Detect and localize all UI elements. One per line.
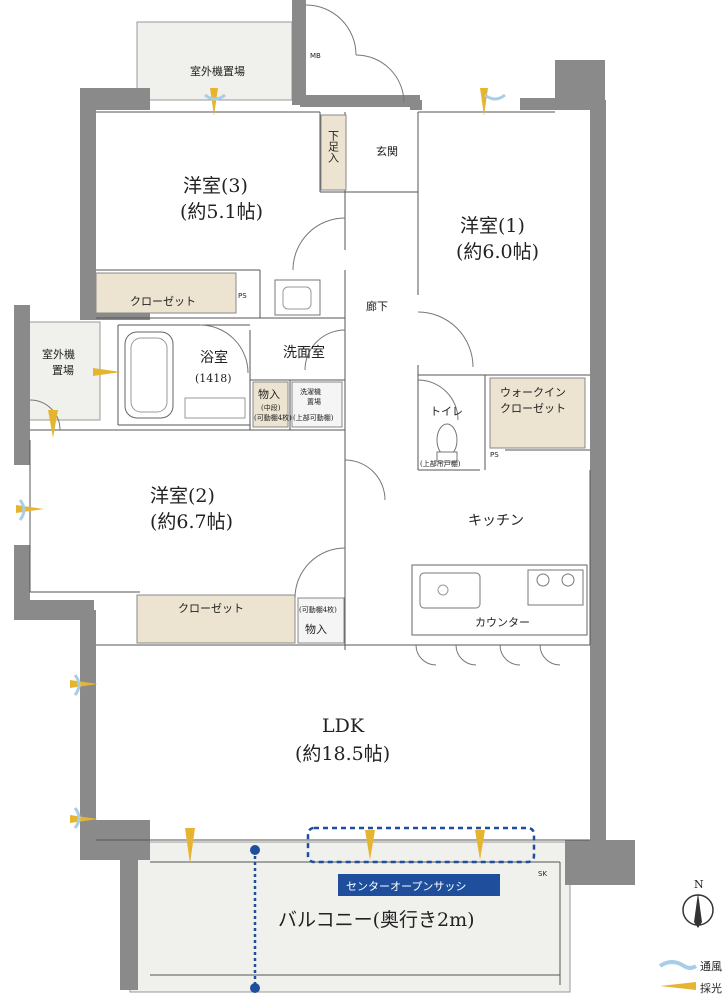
- room3-area: (約5.1帖): [180, 201, 263, 223]
- storage-wash-label: 物入: [258, 387, 280, 401]
- outdoor-unit-area-left: [27, 321, 101, 421]
- airflow-light-markers: [16, 88, 506, 864]
- compass-label: N: [694, 878, 704, 891]
- room2-name: 洋室(2): [150, 485, 215, 507]
- shoe-storage: [320, 114, 347, 191]
- washroom-label: 洗面室: [283, 344, 325, 361]
- laundry-note: (上部可動棚): [293, 413, 334, 422]
- walk-in-closet: [489, 377, 586, 449]
- sk-label: SK: [538, 870, 547, 878]
- closet-room3: [95, 272, 237, 314]
- legend-light-label: 採光: [700, 981, 722, 995]
- balcony-floor: [129, 841, 571, 993]
- legend-airflow-label: 通風: [700, 960, 722, 973]
- ldk-name: LDK: [322, 715, 365, 737]
- corridor-label: 廊下: [366, 299, 388, 313]
- bathtub: [124, 331, 174, 419]
- mb-label: MB: [310, 52, 321, 60]
- storage-ldk-label: 物入: [305, 622, 327, 636]
- center-open-sash-frame: [306, 826, 536, 864]
- toilet-label: トイレ: [430, 405, 463, 418]
- toilet-bowl: [436, 423, 458, 457]
- walls: [14, 0, 635, 990]
- legend-airflow-swatch: [658, 960, 698, 970]
- toilet-note: (上部吊戸棚): [420, 459, 461, 468]
- entrance-label: 玄関: [376, 144, 398, 158]
- laundry-line2: 置場: [307, 397, 321, 406]
- shoe-storage-label: 下足入: [327, 130, 340, 163]
- compass: [682, 893, 714, 928]
- kitchen-sink: [419, 572, 481, 609]
- storage-wash: [252, 381, 289, 428]
- room1-area: (約6.0帖): [456, 241, 539, 263]
- ps-label-2: PS: [490, 451, 499, 459]
- room3-name: 洋室(3): [183, 175, 248, 197]
- interior-lines: [29, 111, 591, 841]
- storage-ldk: [297, 597, 345, 644]
- counter-label: カウンター: [475, 616, 530, 629]
- balcony-label: バルコニー(奥行き2m): [278, 909, 475, 931]
- bathroom-size: (1418): [195, 372, 232, 385]
- bath-counter: [184, 397, 246, 419]
- outdoor-unit-left-line2: 置場: [52, 364, 74, 377]
- closet-room2: [136, 594, 296, 644]
- outdoor-unit-left-line1: 室外機: [42, 347, 75, 361]
- walk-in-closet-line2: クローゼット: [500, 402, 566, 415]
- outdoor-unit-top-label: 室外機置場: [190, 64, 245, 78]
- ps-label-1: PS: [238, 292, 247, 300]
- storage-wash-note1: (中段): [261, 403, 281, 412]
- kitchen-label: キッチン: [468, 513, 524, 529]
- closet-room2-label: クローゼット: [178, 602, 244, 615]
- walk-in-closet-line1: ウォークイン: [500, 386, 566, 399]
- storage-wash-note2: (可動棚4枚): [254, 413, 292, 422]
- sash-label-bg: [338, 874, 500, 896]
- ldk-area: (約18.5帖): [295, 743, 390, 765]
- doors: [29, 4, 561, 666]
- center-open-sash-label: センターオープンサッシ: [346, 880, 466, 893]
- bathroom-label: 浴室: [200, 349, 228, 366]
- outdoor-unit-area-top: [136, 21, 293, 101]
- storage-ldk-note: (可動棚4枚): [299, 605, 337, 614]
- closet-room3-label: クローゼット: [130, 295, 196, 308]
- laundry-area: [291, 381, 343, 428]
- washbasin: [274, 279, 321, 316]
- legend-light-swatch: [660, 982, 696, 990]
- stove: [527, 569, 584, 606]
- room2-area: (約6.7帖): [150, 511, 233, 533]
- laundry-line1: 洗濯機: [300, 387, 321, 396]
- room1-name: 洋室(1): [460, 215, 525, 237]
